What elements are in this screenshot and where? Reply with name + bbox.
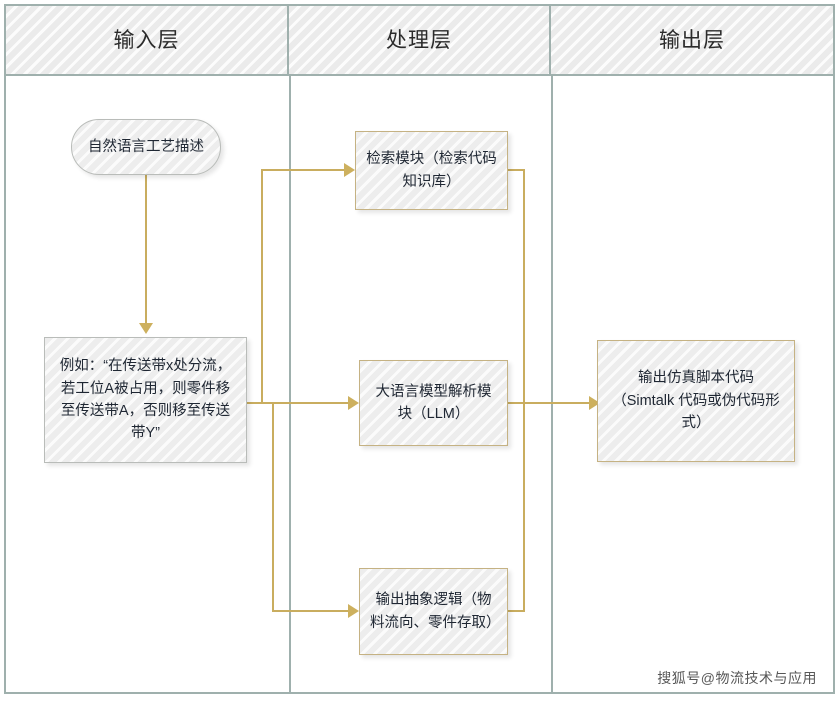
node-example-label: 例如：“在传送带x处分流，若工位A被占用，则零件移至传送带A，否则移至传送带Y” [59,358,232,442]
edge-example-to-retrieval-line [261,169,345,171]
edge-example-to-llm-line [247,402,349,404]
swimlane-label-output: 输出层 [659,28,725,52]
edge-example-to-retrieval-arrowhead [344,163,355,177]
swimlane-label-process: 处理层 [386,28,452,52]
swimlane-divider-1 [289,76,291,694]
node-llm-module[interactable]: 大语言模型解析模块（LLM） [359,360,508,446]
edge-example-to-abstract-riser [272,402,274,612]
edge-abstract-to-script-riser [523,402,525,612]
node-retrieval-module-label: 检索模块（检索代码知识库） [366,151,497,190]
swimlane-header-input: 输入层 [6,6,289,76]
node-retrieval-module[interactable]: 检索模块（检索代码知识库） [355,131,508,210]
node-simulation-script[interactable]: 输出仿真脚本代码（Simtalk 代码或伪代码形式） [597,340,795,462]
edge-example-to-llm-arrowhead [348,396,359,410]
node-example[interactable]: 例如：“在传送带x处分流，若工位A被占用，则零件移至传送带A，否则移至传送带Y” [44,337,247,463]
edge-start-to-example-line [145,175,147,325]
node-abstract-logic-label: 输出抽象逻辑（物料流向、零件存取） [370,592,501,631]
edge-example-to-abstract-arrowhead [348,604,359,618]
node-start-label: 自然语言工艺描述 [88,138,204,155]
swimlane-label-input: 输入层 [113,28,180,52]
node-abstract-logic[interactable]: 输出抽象逻辑（物料流向、零件存取） [359,568,508,655]
edge-abstract-to-script-stub [508,610,525,612]
edge-start-to-example-arrowhead [139,323,153,334]
swimlane-header-row: 输入层 处理层 输出层 [6,6,833,76]
edge-retrieval-to-script-stub [508,169,525,171]
watermark: 搜狐号@物流技术与应用 [657,670,817,686]
edge-llm-to-script-arrowhead [589,396,600,410]
edge-llm-to-script-line [508,402,590,404]
edge-retrieval-to-script-riser [523,169,525,403]
edge-example-to-abstract-line [272,610,349,612]
swimlane-divider-2 [551,76,553,694]
node-start[interactable]: 自然语言工艺描述 [71,119,221,175]
swimlane-header-output: 输出层 [551,6,833,76]
node-simulation-script-label: 输出仿真脚本代码（Simtalk 代码或伪代码形式） [612,370,780,432]
node-llm-module-label: 大语言模型解析模块（LLM） [375,383,492,422]
edge-example-to-retrieval-riser [261,169,263,403]
swimlane-header-process: 处理层 [289,6,551,76]
